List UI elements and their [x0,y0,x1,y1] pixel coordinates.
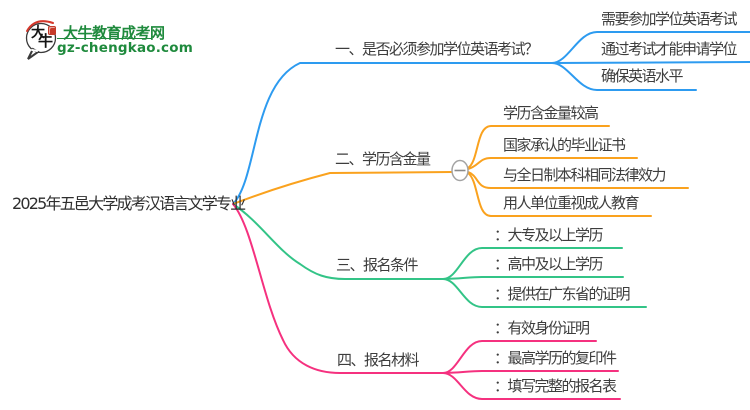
branch-2-child-3-line [467,171,689,189]
branch-1-label: 一、是否必须参加学位英语考试？ [335,40,539,58]
branch-4-child-3: ：填写完整的报名表 [494,377,617,395]
branch-3-child-2-line [442,276,624,280]
branch-3-main-line [232,203,444,280]
branch-1-main-line [232,62,553,205]
branch-2-child-1: 学历含金量较高 [503,104,599,122]
branch-1-child-3-line [551,62,697,91]
branch-4-child-2-line [442,370,619,374]
branch-3-child-2: ：高中及以上学历 [494,255,604,273]
branch-2-main-line [232,171,453,205]
branch-4-child-1: ：有效身份证明 [494,319,590,337]
branch-4-child-3-line [442,372,621,400]
logo-divider [57,38,151,39]
branch-3-child-3: ：提供在广东省的证明 [494,285,631,303]
branch-2-label: 二、学历含金量 [335,150,431,168]
branch-4-child-2: ：最高学历的复印件 [494,349,617,367]
branch-3-label: 三、报名条件 [336,256,419,274]
branch-2-child-4-line [467,172,652,217]
branch-2-child-1-line [467,125,610,169]
branch-4-label: 四、报名材料 [337,351,420,369]
branch-1-lines [232,31,750,205]
branch-4-child-1-line [442,340,597,374]
branch-4-main-line [232,203,444,374]
branch-2-child-3: 与全日制本科相同法律效力 [503,166,667,184]
branch-2-child-2-line [467,157,638,170]
logo-char-da: 大 [31,25,45,41]
branch-2-lines [232,125,689,217]
branch-2-child-4: 用人单位重视成人教育 [503,194,640,212]
branch-2-child-2: 国家承认的毕业证书 [503,136,626,154]
branch-1-child-1: 需要参加学位英语考试 [601,10,738,28]
collapse-button[interactable] [451,159,469,182]
branch-1-child-2: 通过考试才能申请学位 [601,40,738,58]
logo-char-niu: 牛 [38,32,54,50]
branch-1-child-1-line [551,31,750,64]
branch-1-child-2-line [551,61,750,64]
central-topic: 2025年五邑大学成考汉语言文学专业 [12,194,246,213]
red-seal-icon [48,26,56,35]
branch-3-child-3-line [442,278,647,308]
branch-4-lines [232,203,621,400]
site-url: gz-chengkao.com [57,40,194,56]
branch-3-lines [232,203,647,308]
site-name: 大牛教育成考网 [63,24,165,42]
branch-3-child-1: ：大专及以上学历 [494,226,604,244]
branch-1-child-3: 确保英语水平 [601,67,684,85]
red-arc-icon [26,20,54,32]
